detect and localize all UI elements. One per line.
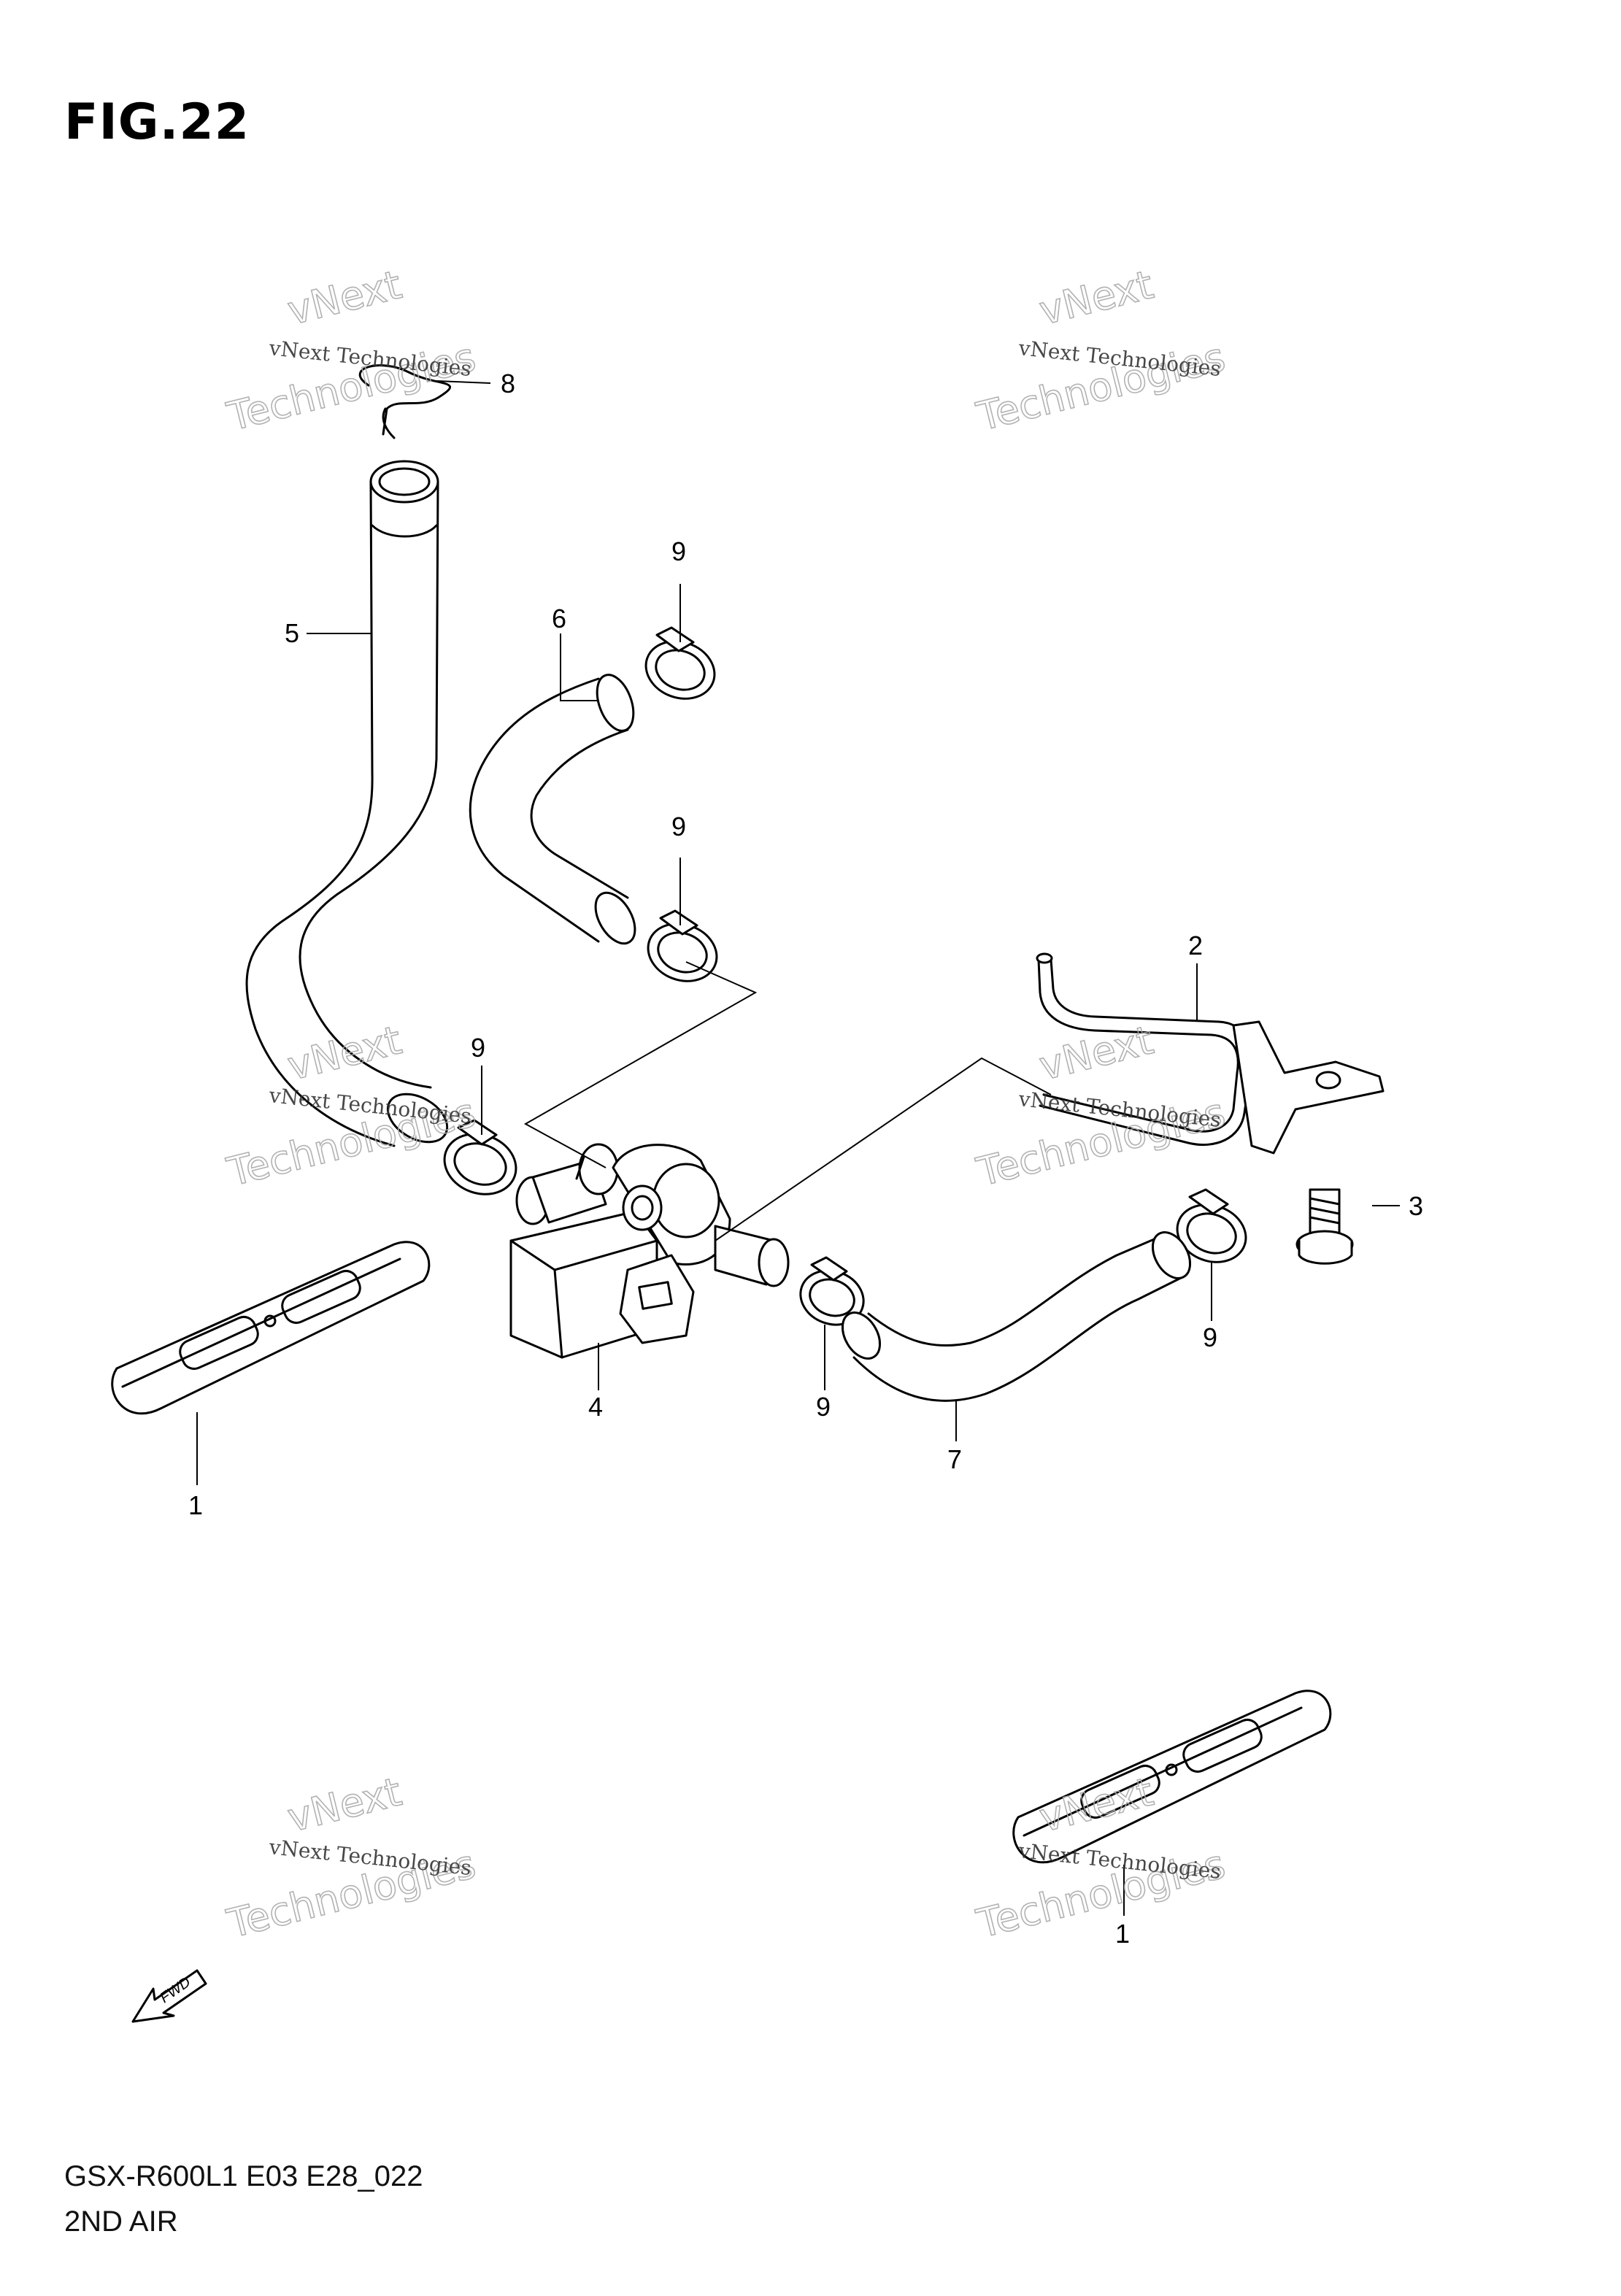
watermark-4: vNext Technologies vNext Technologies — [971, 1017, 1230, 1196]
svg-text:vNext: vNext — [283, 261, 406, 334]
callout-3: 3 — [1409, 1191, 1423, 1221]
callout-5: 5 — [285, 618, 299, 648]
part-5-hose[interactable] — [245, 460, 455, 1152]
callout-1-left: 1 — [188, 1490, 203, 1520]
part-9-clamp-right[interactable] — [1169, 1188, 1254, 1271]
watermark-2: vNext Technologies vNext Technologies — [971, 261, 1230, 441]
watermark-1: vNext Technologies vNext Technologies — [222, 261, 480, 441]
svg-text:vNext: vNext — [283, 1017, 406, 1089]
callout-1-right: 1 — [1115, 1919, 1130, 1949]
figure-title: FIG.22 — [64, 93, 250, 151]
watermark-group: vNext Technologies vNext Technologies vN… — [222, 261, 1230, 1948]
part-9-clamp-upper[interactable] — [638, 626, 723, 708]
part-1-plate-left[interactable] — [111, 1241, 431, 1415]
callout-9-right: 9 — [1203, 1322, 1217, 1352]
model-code: GSX-R600L1 E03 E28_022 — [64, 2160, 423, 2192]
svg-text:vNext: vNext — [1035, 261, 1158, 334]
part-9-clamp-left[interactable] — [436, 1119, 524, 1204]
part-7-hose[interactable] — [835, 1226, 1198, 1402]
part-2-bracket-pipe[interactable] — [1036, 952, 1385, 1155]
callout-2: 2 — [1188, 931, 1203, 960]
callout-9-lower: 9 — [816, 1392, 831, 1422]
callout-4: 4 — [588, 1392, 603, 1422]
part-9-clamp-lower[interactable] — [793, 1256, 871, 1333]
fwd-arrow-icon: FWD — [131, 1969, 207, 2023]
svg-text:vNext: vNext — [1035, 1017, 1158, 1089]
part-3-bolt[interactable] — [1295, 1188, 1354, 1265]
callout-numbers: 8 5 6 9 9 9 2 3 4 9 7 9 1 1 — [188, 369, 1423, 1949]
part-9-clamp-middle[interactable] — [640, 909, 725, 990]
callout-9-left: 9 — [471, 1033, 485, 1063]
svg-text:vNext: vNext — [283, 1768, 406, 1841]
part-1-plate-right[interactable] — [1012, 1690, 1332, 1864]
callout-7: 7 — [947, 1444, 962, 1474]
callout-6: 6 — [552, 604, 566, 633]
callout-9-middle: 9 — [671, 812, 686, 841]
part-4-valve-assembly[interactable] — [509, 1143, 790, 1359]
callout-9-upper: 9 — [671, 536, 686, 566]
callout-8: 8 — [501, 369, 515, 398]
callout-leaders — [196, 380, 1400, 1916]
section-name: 2ND AIR — [64, 2206, 178, 2238]
part-8-clip[interactable] — [358, 364, 451, 439]
watermark-5: vNext Technologies vNext Technologies — [222, 1768, 480, 1948]
connection-lines — [523, 961, 1052, 1241]
part-6-hose[interactable] — [469, 670, 643, 950]
